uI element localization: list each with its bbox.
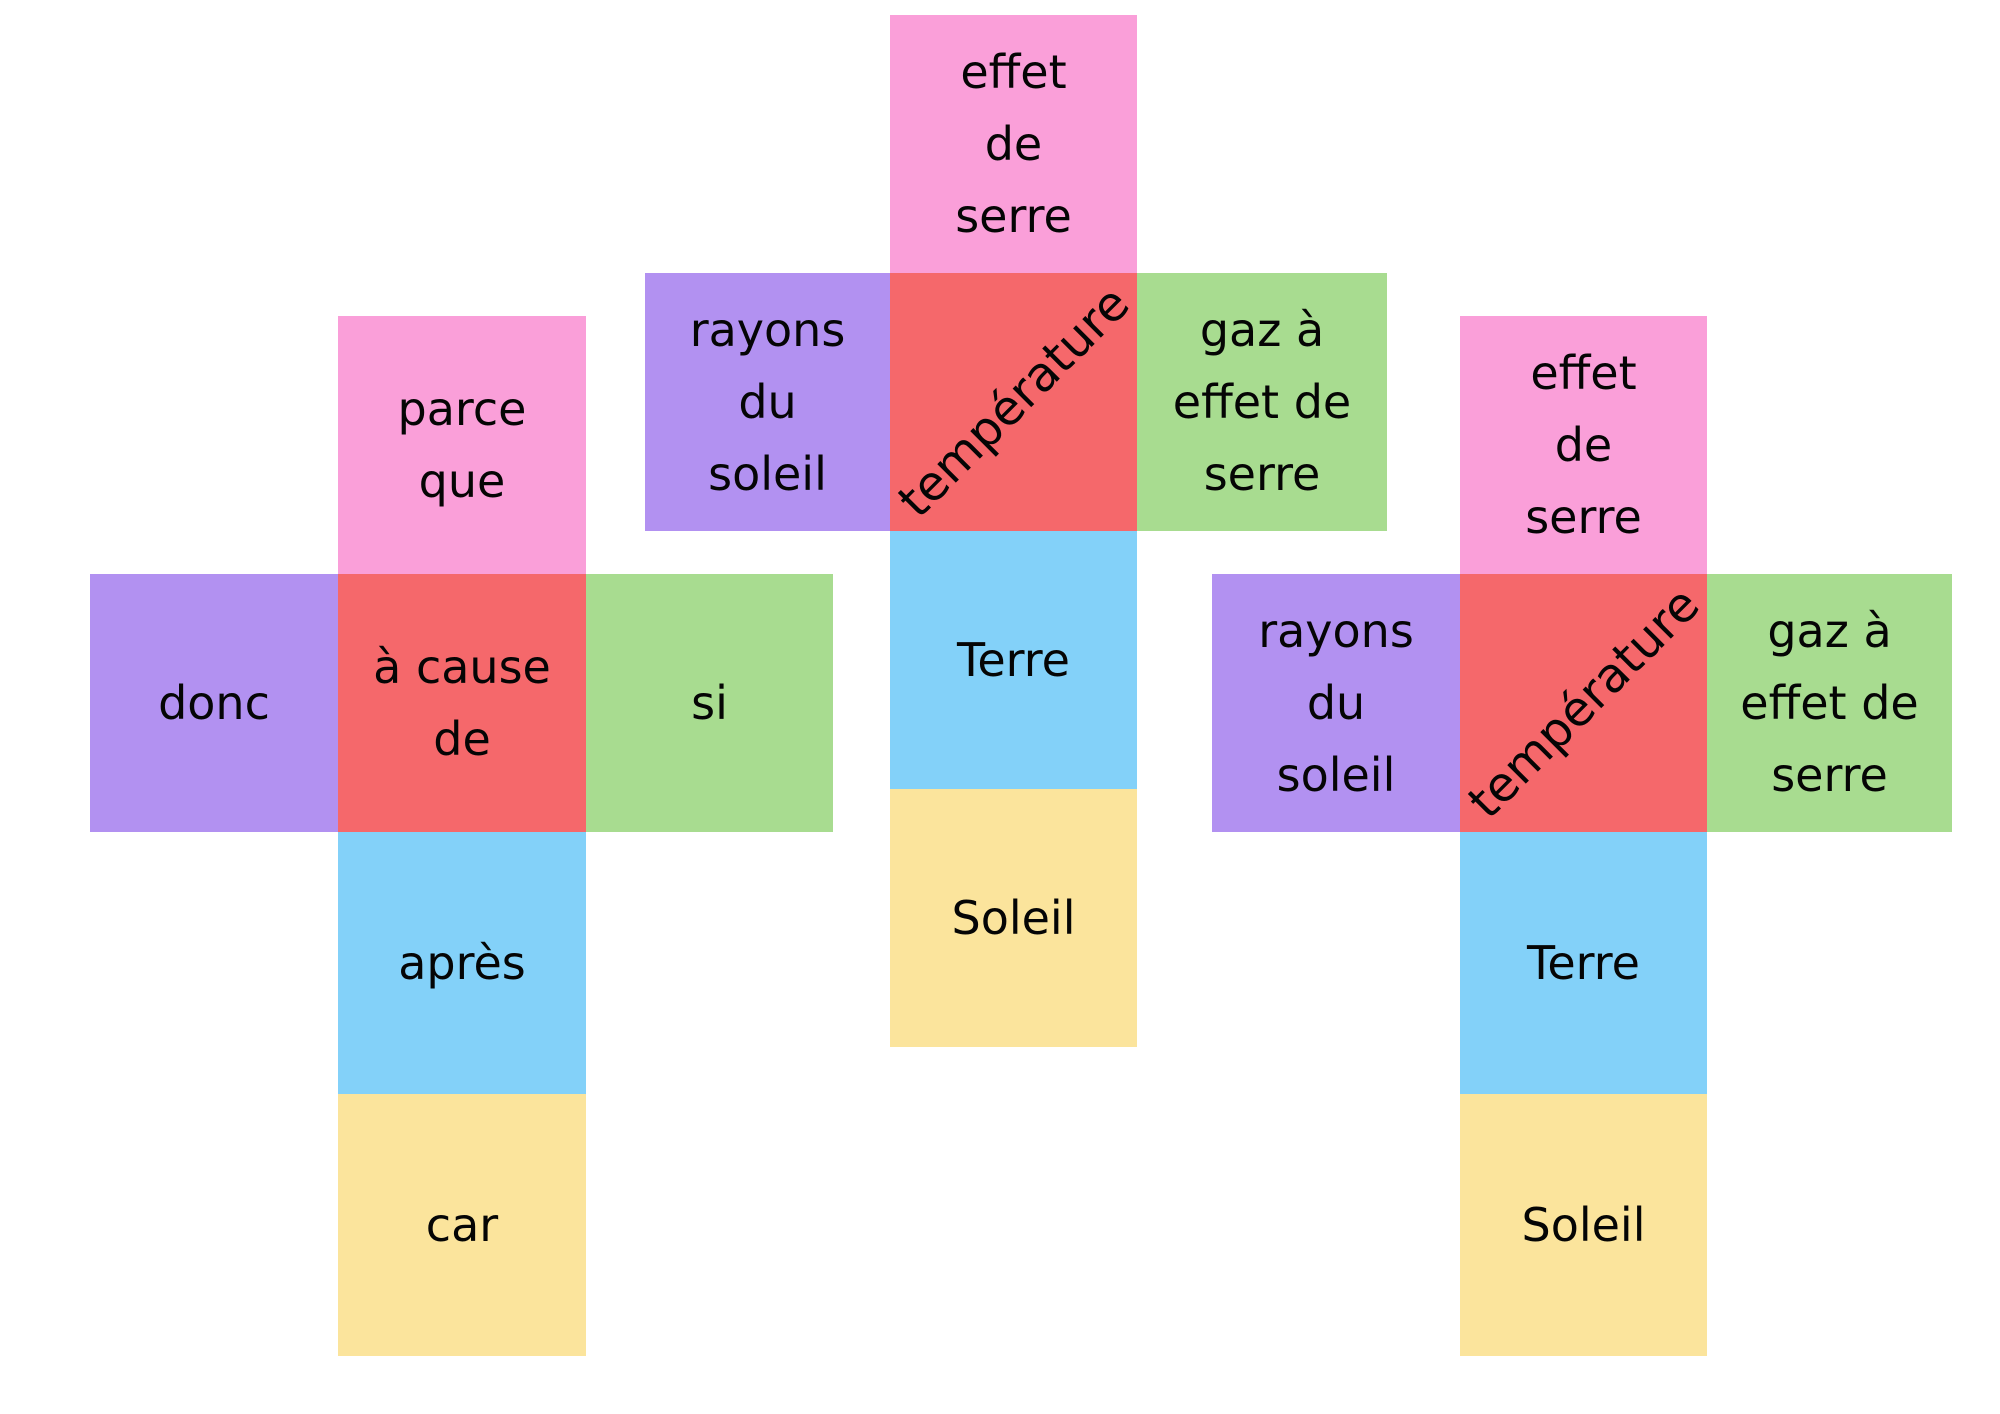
net3-face-terre: Terre (1460, 832, 1707, 1094)
net2-face-gaz-a-effet-de-serre: gaz à effet de serre (1137, 273, 1387, 531)
net3-label-effet-de-serre: effet de serre (1525, 346, 1642, 544)
net3-face-effet-de-serre: effet de serre (1460, 316, 1707, 574)
net3-face-soleil: Soleil (1460, 1094, 1707, 1356)
net1-label-a-cause-de: à cause de (373, 640, 551, 766)
net1-label-apres: après (398, 936, 526, 990)
net2-label-effet-de-serre: effet de serre (955, 45, 1072, 243)
net2-label-soleil: Soleil (951, 891, 1076, 945)
net3-label-gaz-a-effet-de-serre: gaz à effet de serre (1740, 604, 1919, 802)
net1-face-si: si (586, 574, 833, 832)
net3-face-gaz-a-effet-de-serre: gaz à effet de serre (1707, 574, 1952, 832)
net1-label-si: si (691, 676, 728, 730)
net2-face-temperature: température (887, 273, 1140, 531)
net2-face-soleil: Soleil (890, 789, 1137, 1047)
net2-label-terre: Terre (957, 633, 1070, 687)
net1-face-car: car (338, 1094, 586, 1356)
net1-face-a-cause-de: à cause de (338, 574, 586, 832)
net1-face-donc: donc (90, 574, 338, 832)
net1-label-donc: donc (158, 676, 270, 730)
net1-face-parce-que: parce que (338, 316, 586, 574)
net2-label-rayons-du-soleil: rayons du soleil (689, 303, 846, 501)
net3-face-rayons-du-soleil: rayons du soleil (1212, 574, 1460, 832)
net3-label-soleil: Soleil (1521, 1198, 1646, 1252)
net3-face-temperature: température (1457, 574, 1710, 832)
net1-face-apres: après (338, 832, 586, 1094)
net1-label-parce-que: parce que (397, 382, 527, 508)
net3-label-terre: Terre (1527, 936, 1640, 990)
net1-label-car: car (425, 1198, 499, 1252)
net2-face-terre: Terre (890, 531, 1137, 789)
net3-label-rayons-du-soleil: rayons du soleil (1258, 604, 1414, 802)
net2-face-effet-de-serre: effet de serre (890, 15, 1137, 273)
net2-label-gaz-a-effet-de-serre: gaz à effet de serre (1172, 303, 1352, 501)
net2-label-temperature: température (887, 275, 1140, 529)
net2-face-rayons-du-soleil: rayons du soleil (645, 273, 890, 531)
net3-label-temperature: température (1457, 576, 1710, 830)
